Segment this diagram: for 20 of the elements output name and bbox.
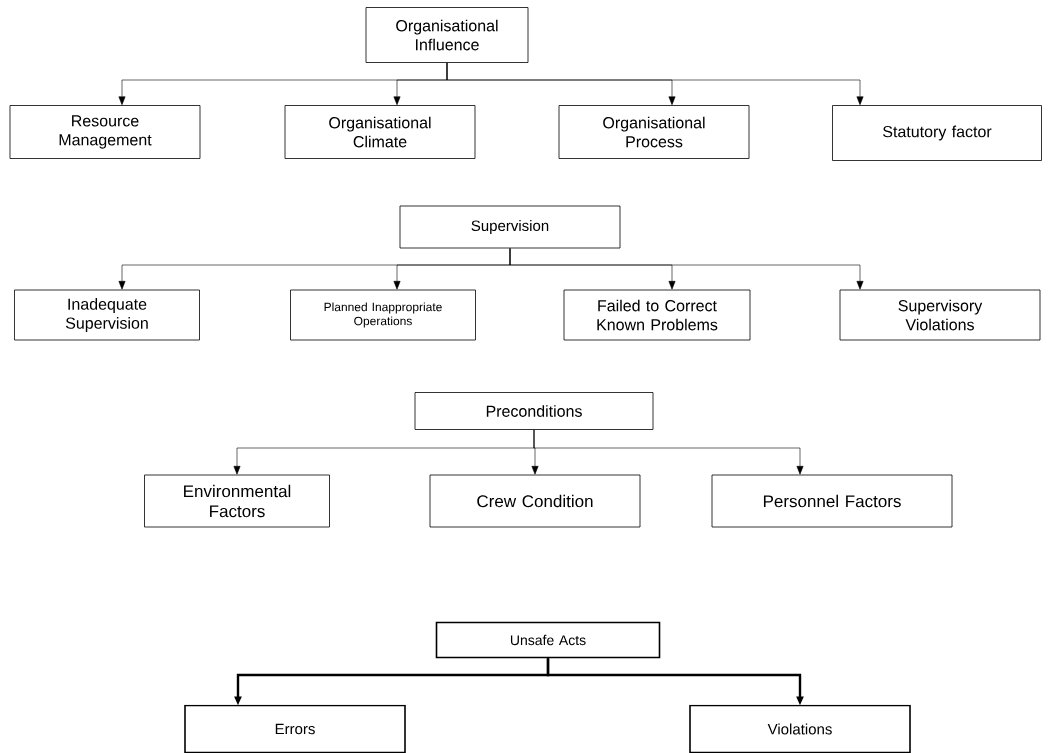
box: Supervisory Violations: [839, 289, 1041, 341]
box: Resource Management: [9, 105, 201, 159]
box: Unsafe Acts: [435, 621, 661, 659]
box: Crew Condition: [429, 474, 641, 528]
box: Supervision: [399, 205, 621, 249]
box: Environmental Factors: [144, 474, 330, 528]
box: Failed to Correct Known Problems: [563, 289, 751, 341]
box: Violations: [689, 704, 911, 753]
box: Preconditions: [414, 392, 654, 430]
box: Planned Inappropriate Operations: [290, 289, 476, 341]
arrow: [446, 62, 864, 105]
box: Organisational Influence: [365, 7, 529, 63]
arrow: [533, 429, 804, 475]
box: Organisational Climate: [284, 105, 476, 159]
box: Errors: [184, 704, 406, 753]
box: Inadequate Supervision: [14, 289, 200, 341]
box: Personnel Factors: [711, 474, 953, 528]
arrow: [509, 248, 864, 290]
box: Statutory factor: [832, 105, 1042, 161]
box: Organisational Process: [558, 105, 750, 159]
